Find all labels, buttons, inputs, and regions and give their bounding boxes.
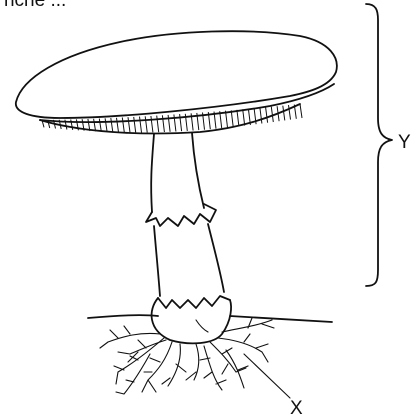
gill-line [140, 117, 142, 133]
gill-line [260, 108, 262, 124]
volva [152, 296, 231, 343]
gill-line [283, 106, 285, 121]
gill-line [99, 119, 101, 132]
gill-line [117, 118, 119, 132]
gill-line [157, 116, 159, 133]
gill-line [128, 117, 130, 132]
label-x: X [244, 354, 303, 418]
gill-line [289, 105, 291, 120]
gill-line [111, 118, 113, 132]
cropped-header-text: ricne ... [4, 0, 66, 11]
gill-line [105, 118, 107, 132]
gill-line [151, 116, 153, 132]
gill-line [231, 110, 233, 127]
gill-line [134, 117, 136, 132]
gill-line [300, 104, 302, 118]
stalk [146, 133, 224, 296]
mycelium [100, 318, 274, 394]
label-y-bracket [366, 4, 392, 286]
gill-line [162, 115, 164, 132]
soil-line [88, 315, 332, 322]
gill-line [145, 116, 147, 132]
gill-line [122, 118, 124, 133]
label-y-text: Y [398, 132, 411, 153]
gill-line [237, 110, 239, 127]
gill-line [168, 115, 170, 132]
label-y: Y [366, 4, 411, 286]
gill-line [266, 107, 268, 122]
label-x-text: X [290, 398, 303, 418]
